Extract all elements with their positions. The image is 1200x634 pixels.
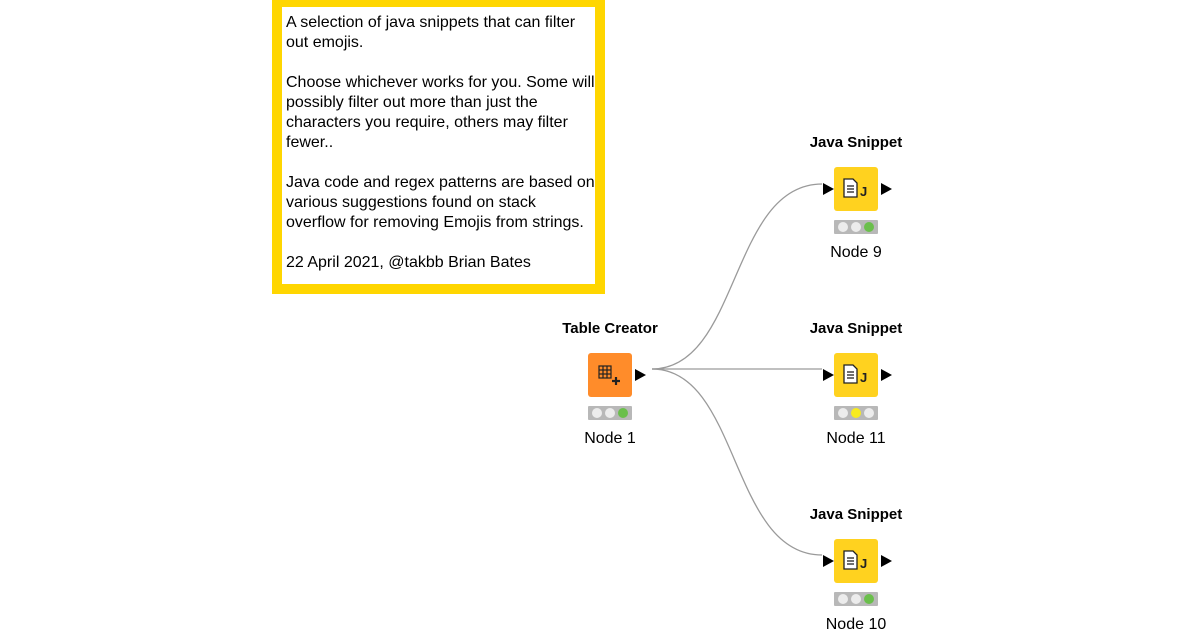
node-label[interactable]: Node 11 <box>826 430 886 447</box>
output-port[interactable] <box>881 555 892 567</box>
status-light-yellow <box>604 408 615 418</box>
node-title: Java Snippet <box>809 506 903 523</box>
svg-text:J: J <box>860 184 867 199</box>
status-light-red <box>591 408 602 418</box>
java-snippet-icon[interactable]: J <box>834 167 878 211</box>
table-creator-icon[interactable] <box>588 353 632 397</box>
svg-text:J: J <box>860 556 867 571</box>
status-light-yellow <box>850 408 861 418</box>
status-traffic-light <box>834 220 878 234</box>
node-title: Java Snippet <box>809 134 903 151</box>
node-title: Table Creator <box>562 320 658 337</box>
input-port[interactable] <box>823 183 834 195</box>
status-light-red <box>837 408 848 418</box>
node-title: Java Snippet <box>809 320 903 337</box>
status-traffic-light <box>834 406 878 420</box>
java-snippet-icon[interactable]: J <box>834 353 878 397</box>
svg-text:J: J <box>860 370 867 385</box>
status-light-yellow <box>850 594 861 604</box>
status-light-red <box>837 222 848 232</box>
output-port[interactable] <box>881 183 892 195</box>
connection-node1-node9[interactable] <box>651 183 823 370</box>
status-light-red <box>837 594 848 604</box>
status-light-yellow <box>850 222 861 232</box>
node-label[interactable]: Node 10 <box>825 616 887 633</box>
status-light-green <box>618 408 629 418</box>
input-port[interactable] <box>823 369 834 381</box>
status-light-green <box>864 222 875 232</box>
output-port[interactable] <box>635 369 646 381</box>
node-label[interactable]: Node 1 <box>584 430 636 447</box>
node-label[interactable]: Node 9 <box>830 244 882 261</box>
output-port[interactable] <box>881 369 892 381</box>
input-port[interactable] <box>823 555 834 567</box>
java-snippet-icon[interactable]: J <box>834 539 878 583</box>
workflow-annotation[interactable]: A selection of java snippets that can fi… <box>272 0 605 294</box>
status-traffic-light <box>834 592 878 606</box>
status-light-green <box>864 408 875 418</box>
status-light-green <box>864 594 875 604</box>
annotation-text: A selection of java snippets that can fi… <box>286 14 595 271</box>
connection-node1-node10[interactable] <box>651 368 823 556</box>
status-traffic-light <box>588 406 632 420</box>
